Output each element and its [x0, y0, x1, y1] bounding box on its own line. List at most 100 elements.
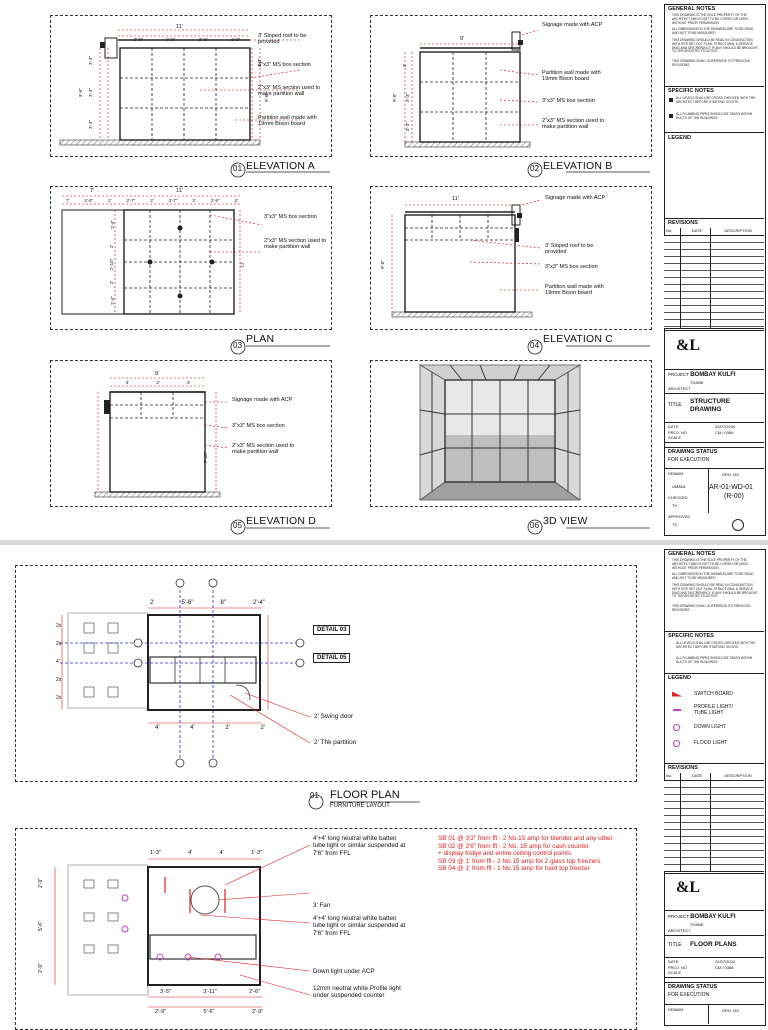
dimension-label: 3'-3" — [404, 122, 410, 131]
specific-note: ALL LEVELS SHALL BE CROSS CHECKED WITH T… — [676, 641, 756, 649]
drawing-sheet-floor-plans: 01 FLOOR PLAN FURNITURE LAYOUT 2' 5'-6" … — [0, 545, 768, 1030]
note-partition: Partition wall made with 19mm Bison boar… — [542, 70, 601, 83]
note-ms-section: 2"x3" MS section used to make partition … — [542, 118, 605, 131]
note-down-light: Down light under ACP — [313, 968, 375, 975]
dimension-label: 2'-5" — [84, 198, 94, 203]
floor-plan-drawing — [60, 578, 311, 768]
elevation-a-frame — [50, 15, 332, 157]
dimension-label: 4' — [155, 725, 160, 731]
rev-col: No. — [666, 228, 673, 233]
revision-number: (R-00) — [724, 493, 744, 500]
revisions-heading: REVISIONS — [668, 765, 698, 771]
date-value: 22/07/2024 — [715, 959, 736, 964]
rcp-drawing — [54, 844, 311, 1008]
projno-label: PROJ. NO — [668, 429, 687, 435]
project-label: PROJECT — [668, 372, 689, 377]
elevation-c-frame — [370, 186, 652, 330]
dimension-label: 5'-6" — [181, 600, 194, 606]
dimension-label: 2'-4" — [253, 600, 265, 606]
dimension-label: 2' — [234, 198, 238, 203]
legend-label: PROFILE LIGHT/ TUBE LIGHT — [694, 704, 733, 716]
3d-view-render — [418, 364, 582, 501]
projno-value: CM / 0368 — [715, 964, 734, 970]
dimension-label: 3'-3" — [87, 120, 93, 129]
note-ms-section: 2"x3" MS section used to make partition … — [264, 238, 327, 251]
dimension-label: 5'-6" — [203, 1009, 215, 1015]
sb-note: SB 04 @ 1' from ffl - 1 No.15 amp for ha… — [438, 865, 590, 873]
elevation-c-drawing — [391, 199, 541, 318]
view-title-elevation-c: ELEVATION C — [543, 333, 614, 345]
scale-label: SCALE — [668, 435, 682, 440]
view-subtitle: FURNITURE LAYOUT — [330, 803, 390, 809]
elevation-b-frame — [370, 15, 652, 157]
drawing-title: FLOOR PLANS — [690, 941, 737, 948]
dimension-label: 8" — [220, 600, 226, 606]
dimension-label: 3'-3" — [404, 93, 410, 102]
flood-light-icon — [673, 739, 680, 747]
switch-board-notes: SB 01 @ 3'3" from ffl - 2 No.15 amp for … — [438, 835, 668, 873]
date-label: DATE — [668, 424, 679, 429]
dimension-label: 9'-6" — [77, 88, 83, 97]
elevation-b-drawing — [404, 29, 539, 148]
note-partition: 2' Thk partition — [314, 739, 357, 746]
legend-label: FLOOD LIGHT — [694, 740, 728, 746]
dimension-label: 7' — [90, 188, 95, 194]
dimension-label: 11' — [176, 24, 183, 30]
dimension-row: 2'-9" 2'-9" 2'-9" 2'-9" — [122, 37, 252, 42]
sb-note: SB 01 @ 3'3" from ffl - 2 No.15 amp for … — [438, 835, 613, 842]
dimension-label: 9' — [155, 371, 160, 377]
dimension-label: 3'-3" — [87, 88, 93, 97]
dimension-label: 2' — [150, 198, 154, 203]
date-label: DATE — [668, 959, 679, 964]
drawing-title: STRUCTURE DRAWING — [690, 398, 731, 413]
legend-list: SWITCH BOARD PROFILE LIGHT/ TUBE LIGHT D… — [668, 687, 762, 751]
dimension-label: 11' — [452, 196, 459, 202]
general-note: THIS DRAWING SHALL SUPERSEDE ITS PREVIOU… — [672, 604, 751, 612]
title-label: TITLE — [668, 942, 682, 948]
dimension-label: 2'-9" — [231, 37, 241, 42]
dimension-label: 2'-7" — [168, 198, 178, 203]
drawing-status: FOR EXECUTION — [668, 457, 710, 463]
approved-label: APPROVED — [668, 514, 691, 519]
view-number: 01 — [310, 791, 319, 800]
note-ms-box: 3"x3" MS box section — [542, 98, 595, 104]
general-note: THIS DRAWING IS THE SOLE PROPERTY OF THE… — [672, 558, 748, 570]
note-ms-box: 3"x3" MS box section — [232, 423, 285, 429]
dimension-label: 3'-11" — [203, 989, 217, 995]
drawn-value: UMANL — [672, 484, 687, 489]
general-note: THIS DRAWING IS THE SOLE PROPERTY OF THE… — [672, 13, 748, 25]
sb-note: SB 03 @ 1' from ffl - 2 No.15 amp for 2 … — [438, 857, 601, 865]
dimension-label: 4' — [56, 659, 60, 665]
dimension-label: 2s — [56, 641, 62, 647]
revisions-table: No. DATE DESCRIPTION — [664, 228, 764, 329]
legend-heading: LEGEND — [668, 135, 691, 141]
view-number: 02 — [530, 164, 540, 173]
rcp-frame — [15, 828, 637, 1030]
legend-item: SWITCH BOARD — [668, 687, 762, 701]
view-title-elevation-d: ELEVATION D — [246, 515, 317, 527]
sheet1-drawings — [59, 29, 650, 535]
view-number: 05 — [233, 521, 243, 530]
dimension-label: 3' — [156, 380, 160, 385]
plan-drawing — [61, 195, 263, 315]
specific-note: ALL PLUMBING PIPES SHOULD BE TAKEN WITHI… — [676, 656, 753, 664]
legend-item: FLOOD LIGHT — [668, 735, 762, 751]
legend-item: PROFILE LIGHT/ TUBE LIGHT — [668, 701, 762, 719]
dimension-label: 2'-4" — [109, 296, 115, 305]
dimension-column: 2s 2s 4' 2s 2s — [56, 617, 61, 707]
north-arrow-icon — [732, 519, 744, 531]
dimension-label: 2s — [56, 623, 62, 629]
drawing-sheet-structure: 01 ELEVATION A 02 ELEVATION B 03 PLAN 04… — [50, 4, 766, 536]
dimension-label: 3' — [186, 380, 191, 385]
dimension-label: 2'-9" — [155, 1009, 166, 1015]
drawing-number: AR-01-WD-01 — [709, 484, 753, 491]
dimension-label: 2'-6" — [249, 989, 260, 995]
note-swing-door: 2' Swing door — [314, 713, 354, 720]
view-title-elevation-a: ELEVATION A — [246, 160, 315, 172]
note-partition: Partition wall made with 19mm Bison boar… — [545, 284, 604, 297]
dimension-row: 7' 2'-5" 2' 2'-7" 2' 2'-7" 2' 2'-5" 2' — [66, 198, 238, 203]
dimension-label: 11' — [176, 188, 183, 194]
note-sloped-roof: 3' Sloped roof to be provided — [545, 243, 594, 256]
dimension-row: 4' 4' 2' 2' — [155, 725, 265, 731]
elevation-a-drawing — [59, 29, 301, 146]
